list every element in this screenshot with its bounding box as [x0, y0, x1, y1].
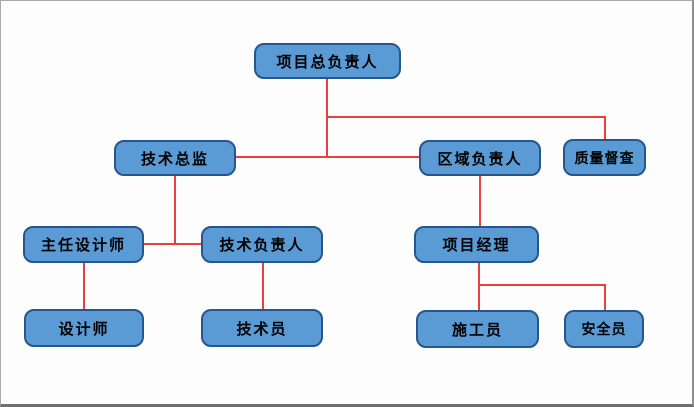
connector-line	[236, 156, 419, 158]
org-node-label: 安全员	[581, 321, 627, 337]
org-node-quality-supervision: 质量督查	[563, 139, 646, 176]
org-node-technician: 技术员	[201, 309, 323, 347]
connector-line	[174, 175, 176, 244]
connector-line	[478, 262, 480, 310]
org-node-label: 区域负责人	[437, 150, 523, 168]
connector-line	[478, 284, 606, 286]
org-node-project-general-manager: 项目总负责人	[254, 43, 401, 79]
connector-line	[479, 175, 481, 226]
org-node-project-manager: 项目经理	[414, 226, 539, 263]
org-node-label: 项目经理	[442, 237, 511, 254]
org-node-chief-designer: 主任设计师	[23, 226, 144, 263]
org-node-label: 技术总监	[140, 150, 209, 168]
org-node-label: 项目总负责人	[276, 53, 379, 71]
org-node-construction-worker: 施工员	[416, 310, 539, 348]
connector-line	[326, 116, 606, 118]
org-node-designer: 设计师	[24, 309, 144, 347]
org-node-label: 主任设计师	[40, 237, 126, 254]
org-node-safety-officer: 安全员	[564, 310, 644, 348]
org-node-label: 设计师	[58, 320, 110, 338]
org-node-label: 质量督查	[574, 149, 635, 166]
connector-line	[326, 79, 328, 157]
org-node-regional-manager: 区域负责人	[419, 140, 541, 176]
org-node-label: 施工员	[451, 321, 503, 339]
connector-line	[604, 284, 606, 310]
org-node-label: 技术员	[236, 320, 288, 338]
org-node-label: 技术负责人	[219, 237, 305, 254]
org-node-technical-director: 技术总监	[114, 140, 236, 176]
connector-line	[604, 116, 606, 140]
connector-line	[262, 262, 264, 309]
connector-line	[144, 243, 201, 245]
connector-line	[83, 262, 85, 309]
org-node-technical-leader: 技术负责人	[201, 226, 323, 263]
